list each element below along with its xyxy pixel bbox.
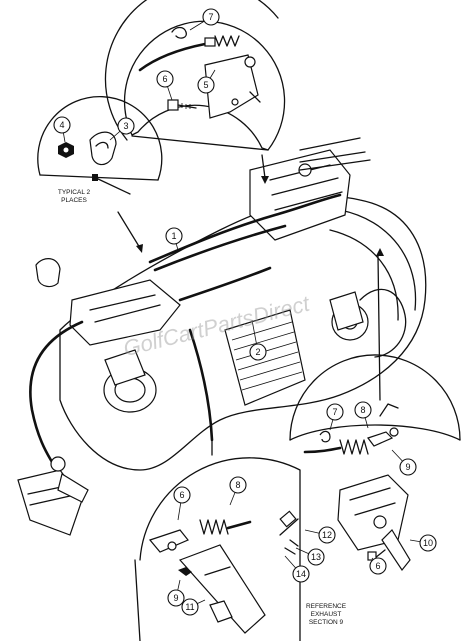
callout-9-right: 9: [399, 458, 417, 476]
callout-9-bottom-center: 9: [167, 589, 185, 607]
callout-label: 3: [123, 121, 128, 131]
callout-label: 10: [423, 538, 433, 548]
callout-10: 10: [419, 534, 437, 552]
cable-bracket-top: [204, 54, 261, 119]
callout-1: 1: [165, 227, 183, 245]
bolt-top: [167, 99, 197, 111]
callout-label: 9: [173, 593, 178, 603]
typical-note-line1: TYPICAL 2: [58, 189, 91, 196]
cable-clamp: [89, 131, 117, 166]
reference-note-line2: EXHAUST: [311, 611, 342, 618]
callout-8-bottom-center: 8: [229, 476, 247, 494]
callout-6-top: 6: [156, 70, 174, 88]
callout-label: 7: [332, 407, 337, 417]
top-detail-view: [104, 0, 286, 151]
left-detail-view: [37, 96, 163, 195]
typical-note: TYPICAL 2 PLACES: [58, 189, 91, 204]
callout-label: 2: [255, 347, 260, 357]
callout-label: 8: [235, 480, 240, 490]
typical-note-line2: PLACES: [61, 197, 87, 204]
callout-label: 4: [59, 120, 64, 130]
throttle-spring-bottom: [199, 519, 252, 535]
callout-label: 8: [360, 405, 365, 415]
bottom-center-detail-view: [134, 457, 301, 641]
callout-8-right: 8: [354, 401, 372, 419]
callout-label: 12: [322, 530, 332, 540]
throttle-spring-right: [339, 439, 369, 455]
bottom-right-detail-view: [289, 354, 461, 455]
reference-note-line3: SECTION 9: [309, 619, 344, 626]
accelerator-linkage: [17, 456, 89, 536]
callout-2: 2: [249, 343, 267, 361]
callout-13: 13: [307, 548, 325, 566]
callout-label: 6: [179, 490, 184, 500]
callout-3: 3: [117, 117, 135, 135]
callout-label: 6: [375, 561, 380, 571]
callout-14: 14: [292, 565, 310, 583]
engine-assembly: [17, 137, 427, 536]
callout-12: 12: [318, 526, 336, 544]
callout-label: 6: [162, 74, 167, 84]
callout-11: 11: [181, 598, 199, 616]
callout-label: 9: [405, 462, 410, 472]
callout-6-bottom-center: 6: [173, 486, 191, 504]
callout-label: 13: [311, 552, 321, 562]
bracket-right: [337, 474, 411, 572]
reference-note-line1: REFERENCE: [306, 603, 347, 610]
reference-note: REFERENCE EXHAUST SECTION 9: [306, 603, 347, 626]
callout-label: 11: [185, 602, 194, 612]
callout-7-top: 7: [202, 8, 220, 26]
callout-6-bottom-right: 6: [369, 557, 387, 575]
callout-5: 5: [197, 76, 215, 94]
callout-4: 4: [53, 116, 71, 134]
throttle-spring-top: [204, 35, 240, 47]
callout-label: 14: [296, 569, 306, 579]
carburetor: [249, 137, 361, 241]
intake-assembly: [35, 258, 181, 413]
callout-label: 1: [171, 231, 176, 241]
callout-7-right: 7: [326, 403, 344, 421]
callout-label: 5: [203, 80, 208, 90]
callout-label: 7: [208, 12, 213, 22]
